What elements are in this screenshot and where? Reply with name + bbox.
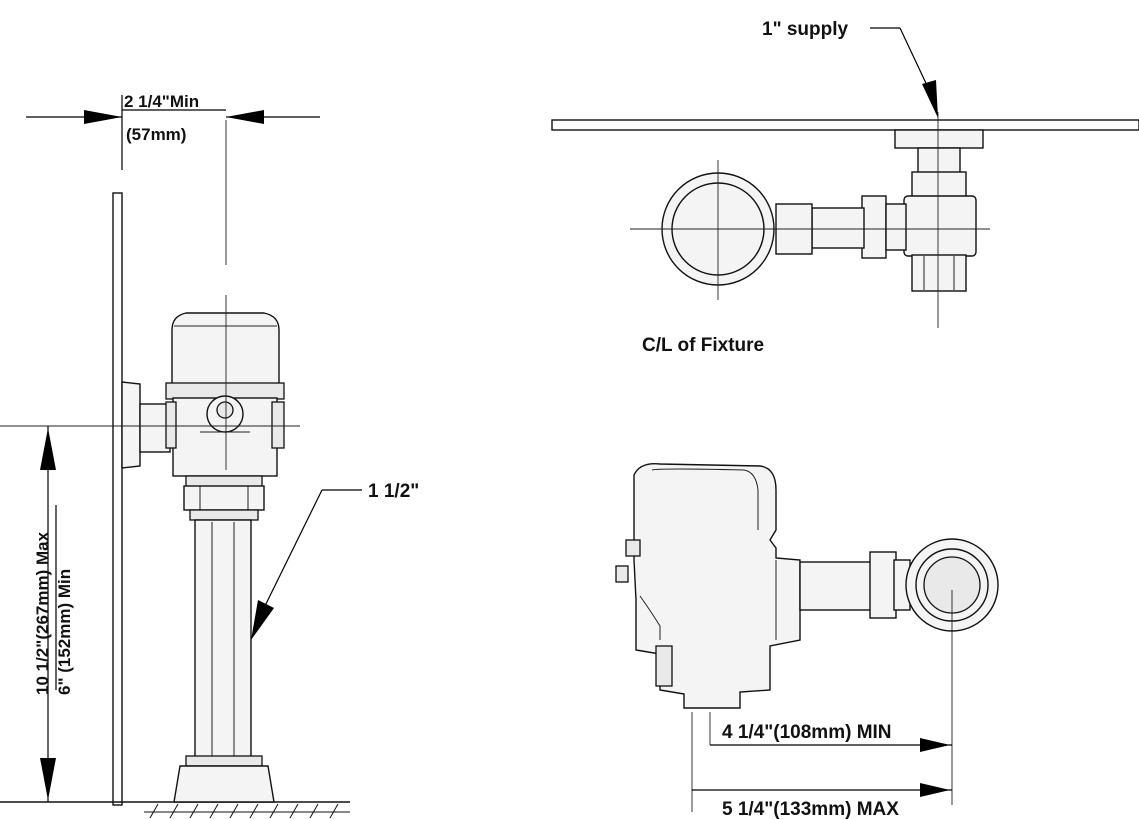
plan-union [861, 195, 887, 259]
top-tube [799, 561, 873, 611]
supply-label: 1" supply [762, 19, 849, 40]
pipe-size-label: 1 1/2" [368, 481, 419, 502]
height-max-label: 10 1/2"(267mm) Max [33, 531, 52, 695]
dimension-dist-max [692, 783, 952, 797]
plan-wall [551, 119, 1139, 131]
plan-stop-body [903, 195, 977, 257]
floor-hatch [144, 803, 350, 819]
wall-flange [121, 381, 141, 469]
centerline-label: C/L of Fixture [642, 335, 764, 356]
fixture-spud [173, 765, 275, 803]
height-min-label: 6" (152mm) Min [55, 569, 74, 695]
leader-supply [870, 27, 938, 118]
plan-view: 1" supply C/L of Fixture [551, 19, 1139, 356]
dist-max-label: 5 1/4"(133mm) MAX [722, 799, 899, 820]
wall [112, 192, 123, 806]
dimension-width-min [26, 95, 320, 170]
coupling-nut [183, 485, 265, 511]
sensor-cap [171, 312, 280, 385]
width-min-mm-label: (57mm) [126, 125, 186, 144]
width-min-label: 2 1/4"Min [124, 92, 199, 111]
supply-stop [139, 403, 171, 453]
side-elevation-view: 2 1/4"Min (57mm) 10 1/2"(267mm) Max 6" (… [0, 92, 419, 819]
flush-tube [194, 519, 252, 759]
plan-stop-cap [911, 254, 967, 292]
plan-tube [811, 207, 865, 249]
dimension-dist-min [710, 738, 952, 752]
dimension-height [40, 426, 57, 802]
plan-flange [894, 129, 984, 149]
leader-pipe-size [251, 489, 362, 640]
top-view: 4 1/4"(108mm) MIN 5 1/4"(133mm) MAX [615, 463, 999, 820]
dist-min-label: 4 1/4"(108mm) MIN [722, 722, 892, 743]
top-union [869, 551, 897, 619]
